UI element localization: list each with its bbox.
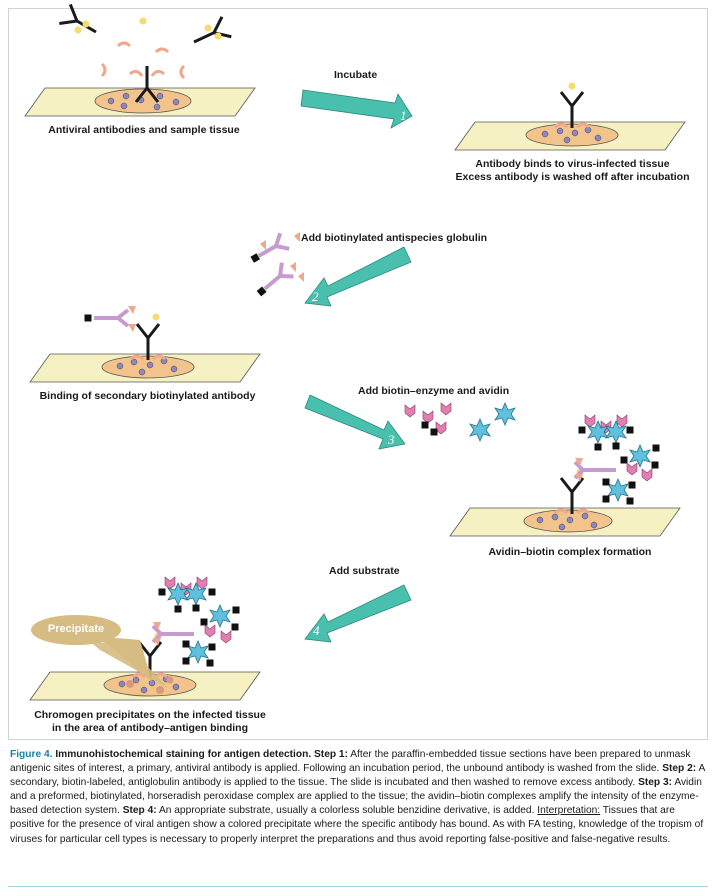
bottom-rule: [8, 886, 708, 887]
step-2-arrow: 2: [304, 246, 412, 307]
caption-step3-label: Step 3:: [638, 777, 673, 789]
step-3-reagents: [404, 402, 516, 442]
primary-antibodies: [57, 2, 233, 104]
panel-1-label: Antiviral antibodies and sample tissue: [48, 124, 240, 136]
panel-1-slide: [24, 87, 256, 117]
panel-5-label-line1: Chromogen precipitates on the infected t…: [34, 709, 266, 721]
step-1-label: Incubate: [334, 69, 378, 81]
figure-caption: Figure 4. Immunohistochemical staining f…: [10, 748, 708, 847]
svg-text:1: 1: [400, 108, 407, 123]
immunohistochemistry-diagram: 1 2: [24, 2, 686, 701]
caption-step4-label: Step 4:: [122, 805, 157, 817]
caption-step2-text: A secondary, biotin-labeled, antiglobuli…: [10, 763, 705, 789]
panel-4-slide: [449, 414, 681, 537]
precipitate-label: Precipitate: [47, 623, 105, 635]
svg-text:2: 2: [312, 289, 319, 304]
panel-3-slide: [29, 306, 261, 383]
svg-text:4: 4: [313, 623, 320, 638]
panel-5-label-line2: in the area of antibody–antigen binding: [51, 722, 248, 734]
step-4-label: Add substrate: [329, 565, 400, 577]
panel-2-label-line2: Excess antibody is washed off after incu…: [455, 171, 690, 183]
caption-step1-label: Step 1:: [314, 749, 348, 760]
panel-2-slide: [454, 82, 686, 151]
panel-4-label: Avidin–biotin complex formation: [488, 546, 652, 558]
step-2-label: Add biotinylated antispecies globulin: [301, 232, 488, 244]
panel-2-label-line1: Antibody binds to virus-infected tissue: [475, 158, 670, 170]
step-3-arrow: 3: [304, 394, 406, 450]
step-4-arrow: 4: [304, 584, 412, 643]
panel-3-label: Binding of secondary biotinylated antibo…: [39, 390, 256, 402]
svg-text:3: 3: [387, 432, 395, 447]
step-1-arrow: 1: [300, 89, 413, 129]
caption-title: Immunohistochemical staining for antigen…: [55, 749, 312, 760]
figure-number: Figure 4.: [10, 749, 53, 760]
caption-interpretation-label: Interpretation:: [537, 805, 601, 817]
caption-step1-text: After the paraffin-embedded tissue secti…: [10, 749, 691, 775]
precipitate-callout: [31, 615, 168, 688]
caption-step2-label: Step 2:: [662, 763, 697, 775]
figure-frame: [8, 8, 708, 740]
caption-interpretation-text: Tissues that are positive for the presen…: [10, 805, 704, 845]
step-3-label: Add biotin–enzyme and avidin: [358, 385, 510, 397]
caption-step3-text: Avidin and a preformed, biotinylated, ho…: [10, 777, 702, 817]
caption-step4-text: An appropriate substrate, usually a colo…: [158, 805, 535, 817]
step-2-secondary-antibodies: [250, 232, 304, 297]
